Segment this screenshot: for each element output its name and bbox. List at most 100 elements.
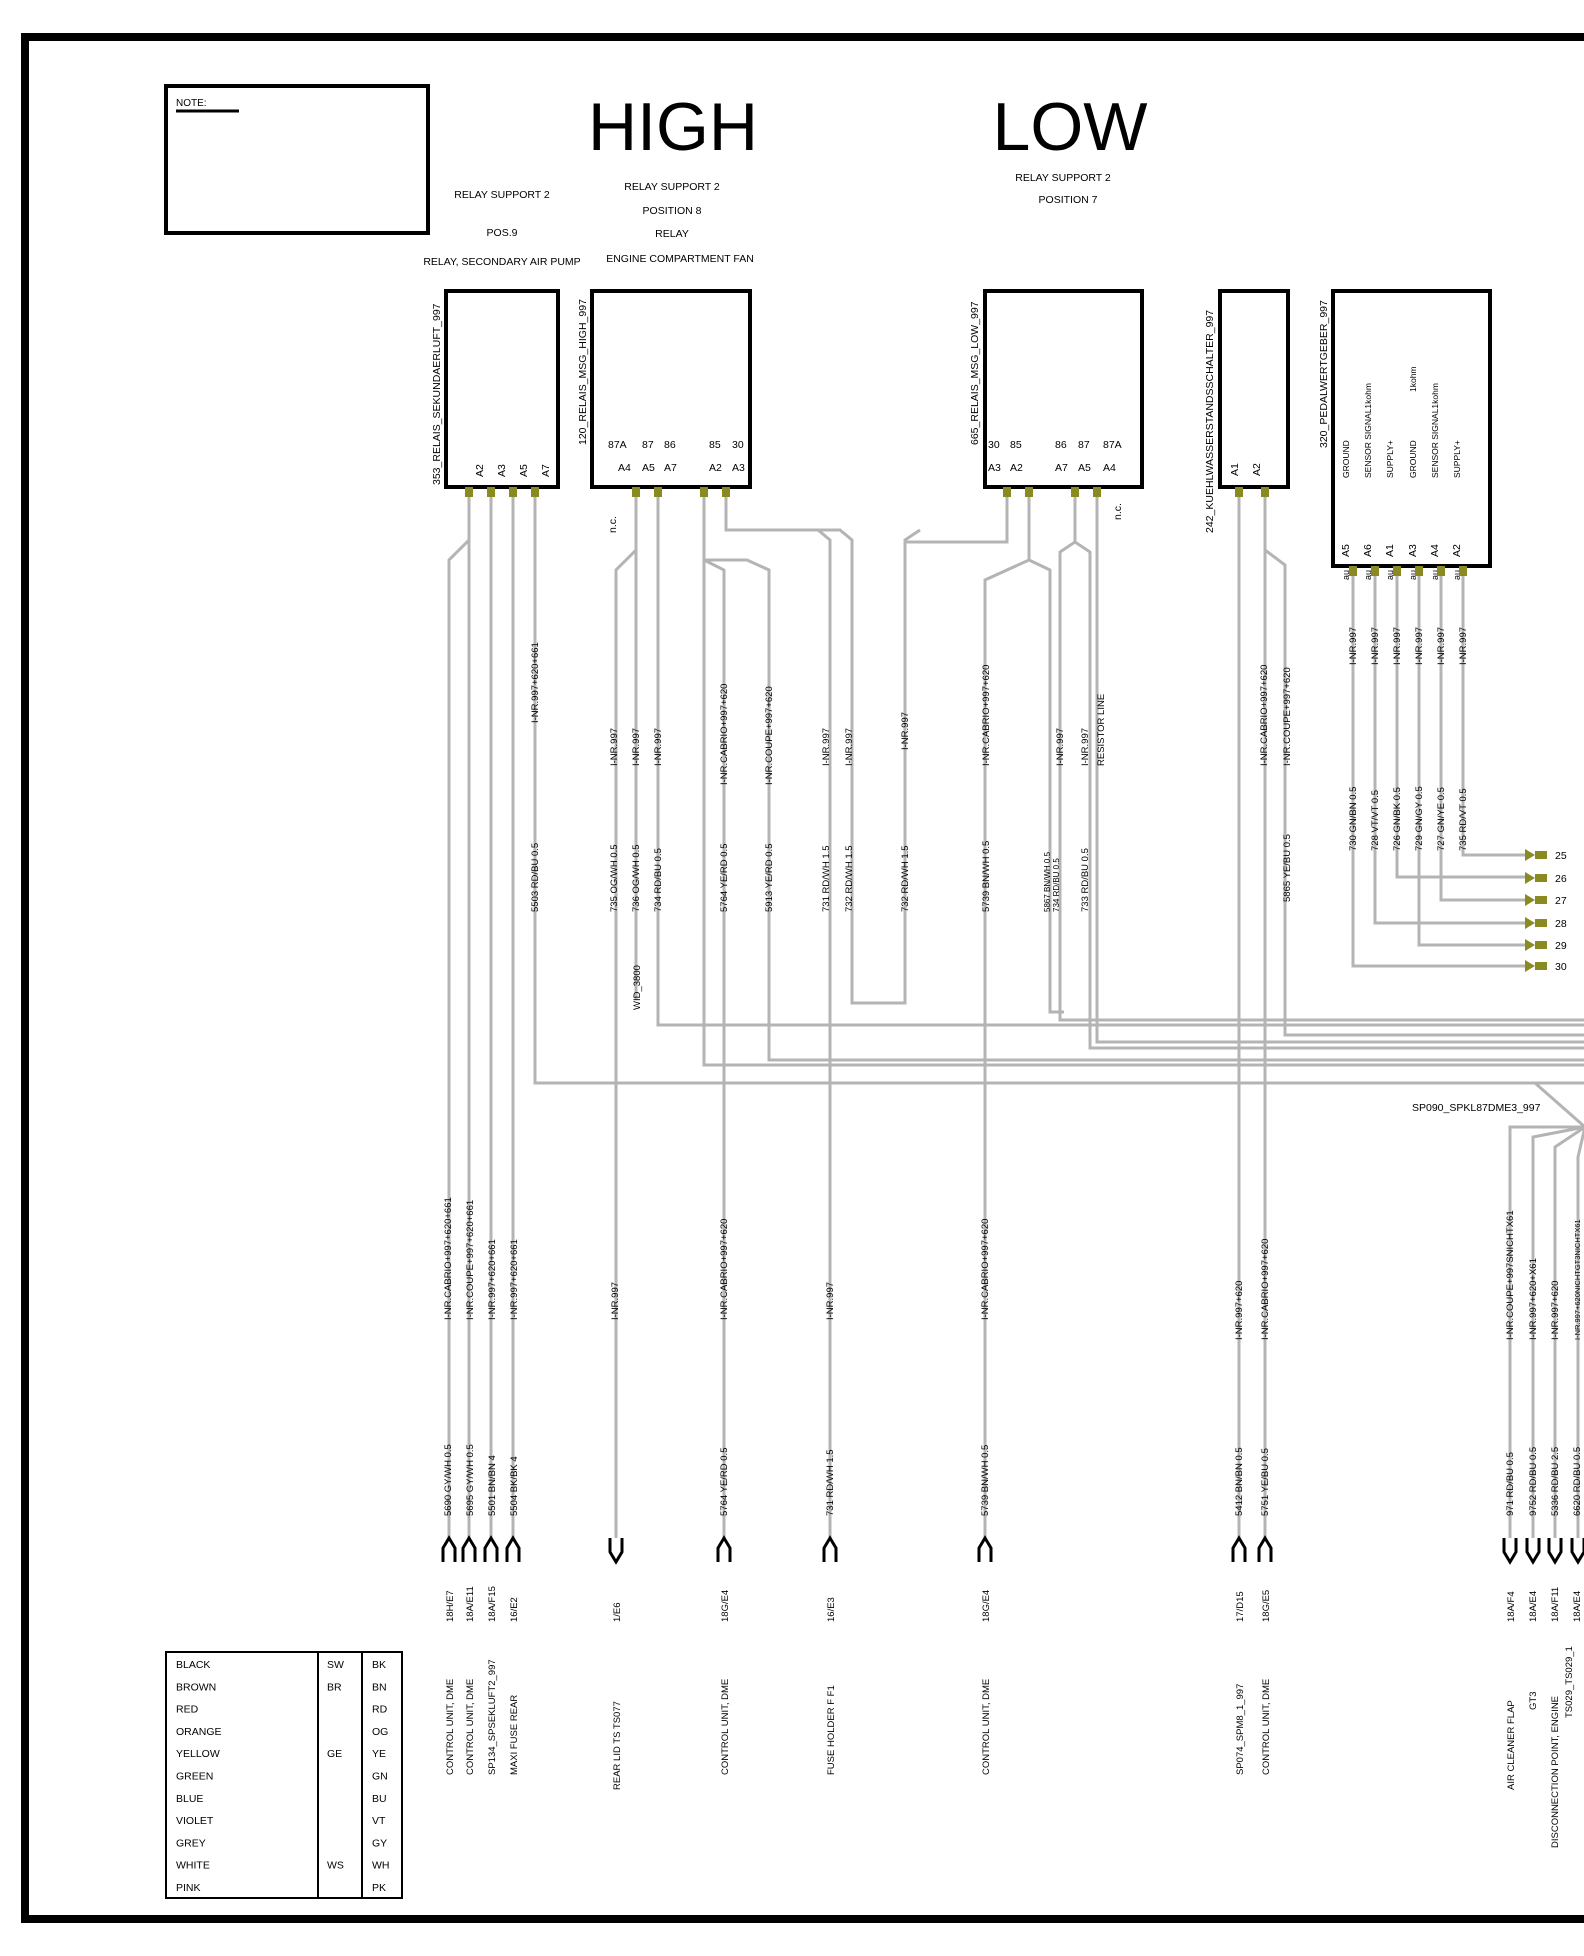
- svg-text:DISCONNECTION POINT, ENGINE: DISCONNECTION POINT, ENGINE: [1550, 1696, 1561, 1848]
- heading-low: LOW: [993, 89, 1148, 165]
- svg-text:I-NR.997: I-NR.997: [653, 728, 664, 766]
- svg-text:I-NR.997+620+X61: I-NR.997+620+X61: [1528, 1258, 1539, 1340]
- svg-text:AIR CLEANER FLAP: AIR CLEANER FLAP: [1506, 1700, 1517, 1790]
- svg-text:ENGINE COMPARTMENT FAN: ENGINE COMPARTMENT FAN: [606, 253, 754, 265]
- legend-color-name: BROWN: [176, 1681, 216, 1693]
- svg-text:28: 28: [1555, 918, 1567, 930]
- svg-text:A7: A7: [540, 464, 552, 477]
- svg-text:RELAY SUPPORT 2: RELAY SUPPORT 2: [624, 181, 720, 193]
- svg-text:A5: A5: [642, 462, 655, 474]
- svg-text:5336 RD/BU 2.5: 5336 RD/BU 2.5: [1550, 1447, 1561, 1516]
- svg-text:RELAY: RELAY: [655, 228, 689, 240]
- legend-color-de: SW: [327, 1659, 344, 1671]
- legend-color-name: PINK: [176, 1882, 201, 1894]
- svg-text:A3: A3: [496, 464, 508, 477]
- svg-text:5739 BN/WH 0.5: 5739 BN/WH 0.5: [981, 841, 992, 912]
- coolant-switch-id: 242_KUEHLWASSERSTANDSSCHALTER_997: [1204, 310, 1216, 533]
- relay-fan-low-id: 665_RELAIS_MSG_LOW_997: [969, 301, 981, 445]
- svg-text:29: 29: [1555, 940, 1567, 952]
- frame: [21, 33, 1584, 1923]
- legend-color-en: BK: [372, 1659, 386, 1671]
- svg-text:MAXI FUSE REAR: MAXI FUSE REAR: [509, 1695, 520, 1775]
- svg-text:CONTROL UNIT, DME: CONTROL UNIT, DME: [465, 1679, 476, 1775]
- svg-text:GT3: GT3: [1528, 1692, 1539, 1710]
- svg-text:A2: A2: [1251, 463, 1263, 476]
- svg-text:5695 GY/WH 0.5: 5695 GY/WH 0.5: [465, 1444, 476, 1516]
- heading-high: HIGH: [588, 89, 758, 165]
- svg-text:CONTROL UNIT, DME: CONTROL UNIT, DME: [981, 1679, 992, 1775]
- svg-text:A4: A4: [1103, 462, 1116, 474]
- svg-text:728 VT/VT 0.5: 728 VT/VT 0.5: [1370, 790, 1381, 851]
- legend-color-name: RED: [176, 1704, 199, 1716]
- pedal-sensor-id: 320_PEDALWERTGEBER_997: [1318, 300, 1330, 448]
- svg-text:726 GN/BK 0.5: 726 GN/BK 0.5: [1392, 787, 1403, 851]
- svg-text:I-NR.997: I-NR.997: [900, 712, 911, 750]
- svg-text:1/E6: 1/E6: [612, 1602, 623, 1622]
- legend-color-name: YELLOW: [176, 1748, 220, 1760]
- svg-text:au: au: [1363, 570, 1373, 580]
- coolant-switch-box: [1218, 289, 1290, 489]
- svg-text:727 GN/YE 0.5: 727 GN/YE 0.5: [1436, 787, 1447, 851]
- svg-text:87: 87: [1078, 439, 1090, 451]
- svg-text:735 OG/WH 0.5: 735 OG/WH 0.5: [609, 844, 620, 912]
- svg-text:I-NR.997: I-NR.997: [1458, 627, 1469, 665]
- legend-color-de: BR: [327, 1681, 342, 1693]
- svg-text:RELAY, SECONDARY AIR PUMP: RELAY, SECONDARY AIR PUMP: [423, 256, 580, 268]
- svg-text:729 GN/GY 0.5: 729 GN/GY 0.5: [1414, 786, 1425, 851]
- svg-text:POSITION 8: POSITION 8: [643, 205, 702, 217]
- legend-color-name: GREEN: [176, 1771, 213, 1783]
- svg-text:CONTROL UNIT, DME: CONTROL UNIT, DME: [1261, 1679, 1272, 1775]
- svg-text:I-NR.997+620NICHTGT3NICHTX61: I-NR.997+620NICHTGT3NICHTX61: [1573, 1219, 1582, 1340]
- svg-text:30: 30: [988, 439, 1000, 451]
- svg-text:5739 BN/WH 0.5: 5739 BN/WH 0.5: [980, 1445, 991, 1516]
- legend-color-en: YE: [372, 1748, 386, 1760]
- svg-text:au: au: [1452, 570, 1462, 580]
- svg-text:au: au: [1385, 570, 1395, 580]
- svg-text:I-NR.COUPE+997+620: I-NR.COUPE+997+620: [764, 686, 775, 785]
- svg-text:A5: A5: [1340, 544, 1352, 557]
- pin-stubs: [465, 487, 1467, 576]
- svg-text:5751 YE/BU 0.5: 5751 YE/BU 0.5: [1260, 1448, 1271, 1516]
- svg-text:5412 BN/BN 0.5: 5412 BN/BN 0.5: [1234, 1447, 1245, 1516]
- svg-text:734 RD/BU 0.5: 734 RD/BU 0.5: [653, 848, 664, 912]
- box-pin-labels: A2 A3 A5 A7 87A 87 86 85 30 A4 A5 A7 A2 …: [474, 366, 1463, 580]
- relay-fan-low-box: [983, 289, 1144, 489]
- svg-text:I-NR.997: I-NR.997: [821, 728, 832, 766]
- svg-text:30: 30: [732, 439, 744, 451]
- svg-text:SENSOR SIGNAL1kohm: SENSOR SIGNAL1kohm: [1430, 383, 1440, 478]
- pedal-wire-labels: I-NR.997 730 GN/BN 0.5 I-NR.997 728 VT/V…: [1348, 627, 1469, 851]
- svg-text:A6: A6: [1362, 544, 1374, 557]
- legend-color-name: VIOLET: [176, 1815, 214, 1827]
- svg-text:TS029_TS029_1: TS029_TS029_1: [1564, 1646, 1575, 1718]
- svg-text:I-NR.997: I-NR.997: [1436, 627, 1447, 665]
- svg-text:A1: A1: [1384, 544, 1396, 557]
- svg-text:A2: A2: [1451, 544, 1463, 557]
- legend-color-en: GN: [372, 1771, 388, 1783]
- svg-text:87A: 87A: [1103, 439, 1122, 451]
- svg-text:I-NR.COUPE+997+620: I-NR.COUPE+997+620: [1282, 667, 1293, 766]
- svg-text:I-NR.997+620: I-NR.997+620: [1234, 1281, 1245, 1340]
- svg-text:A1: A1: [1229, 463, 1241, 476]
- svg-text:I-NR.COUPE+997+620+661: I-NR.COUPE+997+620+661: [465, 1200, 476, 1320]
- svg-text:18A/F11: 18A/F11: [1550, 1587, 1561, 1622]
- svg-text:au: au: [1408, 570, 1418, 580]
- svg-text:A5: A5: [518, 464, 530, 477]
- svg-text:REAR LID TS TS077: REAR LID TS TS077: [612, 1701, 623, 1790]
- svg-text:18G/E4: 18G/E4: [981, 1590, 992, 1622]
- legend-color-en: VT: [372, 1815, 386, 1827]
- svg-text:9752 RD/BU 0.5: 9752 RD/BU 0.5: [1528, 1447, 1539, 1516]
- svg-text:I-NR.997: I-NR.997: [1348, 627, 1359, 665]
- svg-text:I-NR.CABRIO+997+620+661: I-NR.CABRIO+997+620+661: [443, 1197, 454, 1320]
- svg-text:WID_3800: WID_3800: [632, 965, 643, 1010]
- legend-color-en: BU: [372, 1793, 387, 1805]
- svg-text:18A/F4: 18A/F4: [1506, 1591, 1517, 1622]
- svg-text:731 RD/WH 1.5: 731 RD/WH 1.5: [825, 1449, 836, 1516]
- destination-labels: 18H/E7 CONTROL UNIT, DME 18A/E11 CONTROL…: [445, 1586, 1583, 1848]
- legend-color-name: WHITE: [176, 1860, 210, 1872]
- relay-fan-high-id: 120_RELAIS_MSG_HIGH_997: [577, 299, 589, 445]
- svg-text:5764 YE/RD 0.5: 5764 YE/RD 0.5: [719, 1448, 730, 1516]
- legend-color-name: ORANGE: [176, 1726, 222, 1738]
- terminal-arrows: [441, 1535, 1584, 1565]
